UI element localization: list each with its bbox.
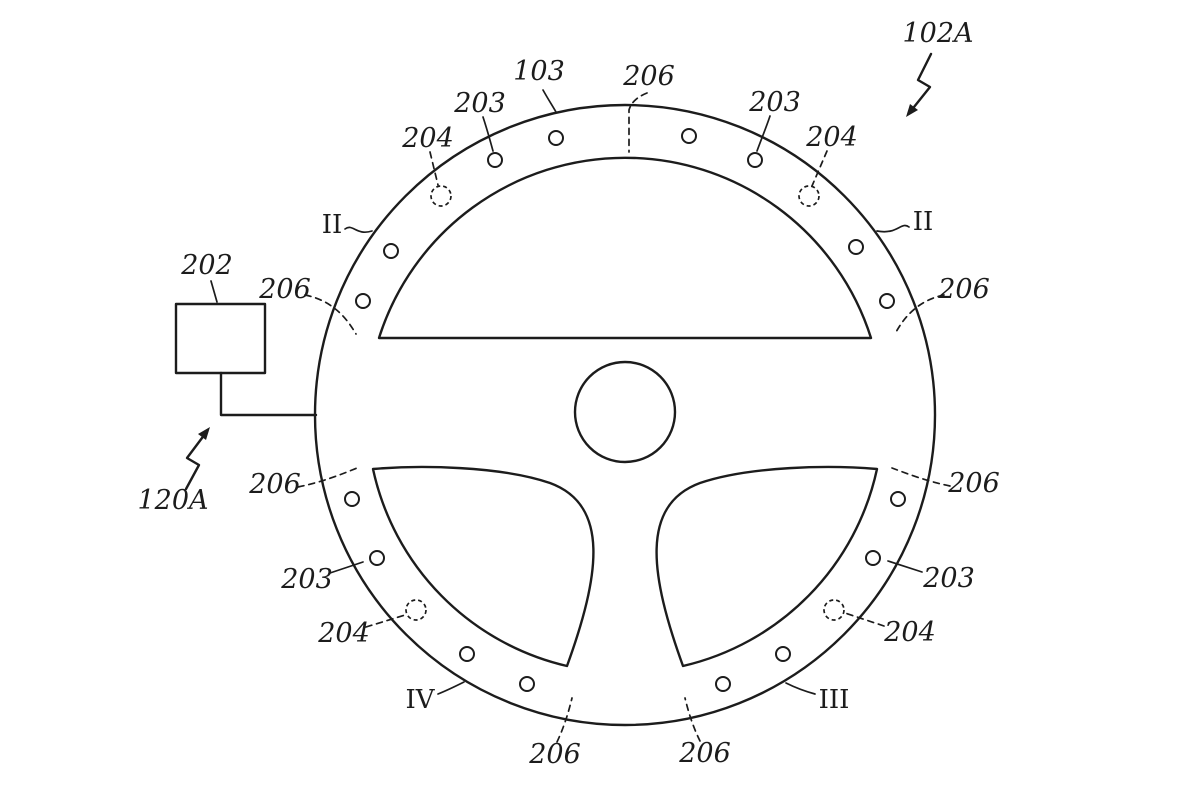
label-203-bottom-left: 203 — [280, 564, 333, 595]
wheel-inner-rim-and-chord — [377, 156, 873, 340]
sensor-dot — [879, 293, 895, 309]
leader-203-top-right — [756, 115, 771, 152]
label-206-lower-right: 206 — [947, 468, 1000, 499]
leader-III — [785, 682, 816, 695]
zone-mark-206-bottom-right — [684, 697, 701, 742]
zone-mark-206-top — [628, 92, 648, 153]
label-120a: 120A — [137, 485, 208, 516]
sensor-dot-dashed — [823, 599, 845, 621]
leader-204-top-right — [811, 150, 828, 187]
spoke-opening-right — [655, 465, 879, 668]
leader-204-bottom-left — [365, 614, 406, 628]
sensor-dot-dashed — [430, 185, 452, 207]
leader-204-top-left — [429, 151, 439, 186]
reference-arrow-102a — [906, 52, 933, 117]
zone-mark-206-upper-left — [304, 294, 357, 335]
label-quadrant-iv: IV — [405, 685, 435, 715]
sensor-dot — [681, 128, 697, 144]
reference-arrow-120a — [184, 427, 210, 491]
label-section-ii-left: II — [322, 210, 343, 240]
label-section-ii-right: II — [913, 207, 934, 237]
label-206-upper-left: 206 — [258, 274, 311, 305]
sensor-dot — [548, 130, 564, 146]
label-203-bottom-right: 203 — [922, 563, 975, 594]
label-204-top-right: 204 — [805, 122, 858, 153]
sensor-dot-dashed — [405, 599, 427, 621]
control-unit-lead — [219, 371, 318, 417]
label-206-bottom-left: 206 — [528, 739, 581, 770]
zone-mark-206-lower-right — [891, 467, 951, 487]
zone-mark-206-upper-right — [894, 294, 945, 335]
label-204-bottom-left: 204 — [317, 618, 370, 649]
sensor-dot — [344, 491, 360, 507]
leader-103 — [542, 89, 557, 113]
wheel-outer-rim — [313, 103, 937, 727]
label-204-top-left: 204 — [401, 123, 454, 154]
leader-IV — [437, 681, 465, 695]
hub-circle — [573, 360, 677, 464]
leader-203-bottom-right — [887, 560, 923, 573]
sensor-dot — [355, 293, 371, 309]
leader-II-right — [876, 224, 910, 233]
label-quadrant-iii: III — [819, 685, 850, 715]
sensor-dot — [890, 491, 906, 507]
arrowhead — [906, 104, 918, 117]
label-202: 202 — [180, 250, 233, 281]
sensor-dot — [865, 550, 881, 566]
arrowhead — [198, 427, 210, 440]
label-204-bottom-right: 204 — [883, 617, 936, 648]
sensor-dot — [459, 646, 475, 662]
leader-203-bottom-left — [329, 561, 364, 574]
label-103: 103 — [513, 56, 565, 87]
leader-II-left — [344, 226, 373, 233]
spoke-opening-left — [371, 465, 595, 668]
label-206-bottom-right: 206 — [678, 738, 731, 769]
label-206-upper-right: 206 — [937, 274, 990, 305]
sensor-dot — [715, 676, 731, 692]
leader-204-bottom-right — [844, 612, 885, 627]
leader-202 — [210, 280, 218, 303]
sensor-dot — [519, 676, 535, 692]
leader-203-top-left — [482, 116, 494, 152]
label-102a: 102A — [902, 18, 973, 49]
sensor-dot-dashed — [798, 185, 820, 207]
sensor-dot — [383, 243, 399, 259]
zone-mark-206-lower-left — [297, 467, 358, 488]
sensor-dot — [487, 152, 503, 168]
zone-mark-206-bottom-left — [556, 697, 573, 743]
label-206-lower-left: 206 — [248, 469, 301, 500]
label-203-top-left: 203 — [453, 88, 506, 119]
sensor-dot — [848, 239, 864, 255]
control-unit-box — [174, 302, 267, 375]
sensor-dot — [747, 152, 763, 168]
label-206-top: 206 — [622, 61, 675, 92]
label-203-top-right: 203 — [748, 87, 801, 118]
sensor-dot — [775, 646, 791, 662]
sensor-dot — [369, 550, 385, 566]
sensor-dots-dashed — [405, 185, 845, 621]
sensor-dots — [344, 128, 906, 692]
